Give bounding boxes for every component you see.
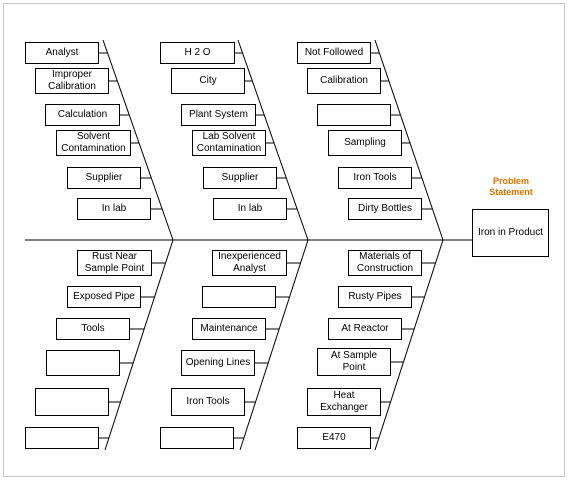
cause-box: Iron Tools [338, 167, 412, 189]
cause-text: Sampling [344, 137, 386, 148]
cause-box: Solvent Contamination [56, 130, 131, 156]
cause-box: Plant System [181, 104, 256, 126]
cause-text: Supplier [85, 172, 123, 183]
cause-text: Supplier [221, 172, 259, 183]
cause-box: Dirty Bottles [348, 198, 422, 220]
cause-box: Sampling [328, 130, 402, 156]
cause-text: Solvent Contamination [61, 131, 126, 154]
cause-text: Heat Exchanger [320, 390, 368, 413]
cause-box: Not Followed [297, 42, 371, 64]
cause-box: At Reactor [328, 318, 402, 340]
cause-text: Iron Tools [186, 396, 230, 407]
cause-box-empty [160, 427, 234, 449]
cause-box: Materials of Construction [348, 250, 422, 276]
cause-text: H 2 O [184, 47, 211, 58]
cause-text: In lab [101, 203, 127, 214]
cause-text: E470 [322, 432, 346, 443]
cause-text: Tools [81, 323, 105, 334]
bone-lower-left [104, 239, 174, 451]
cause-box: Improper Calibration [35, 68, 109, 94]
cause-box: Inexperienced Analyst [212, 250, 287, 276]
cause-text: Dirty Bottles [358, 203, 412, 214]
cause-box: Heat Exchanger [307, 388, 381, 416]
bone-lower-middle [239, 239, 309, 451]
cause-text: At Reactor [341, 323, 389, 334]
cause-text: Calculation [57, 109, 108, 120]
cause-text: Maintenance [200, 323, 258, 334]
cause-box-empty [317, 104, 391, 126]
cause-text: City [199, 75, 217, 86]
diagram-frame [3, 3, 565, 477]
cause-box: Opening Lines [181, 350, 255, 376]
cause-box: Rusty Pipes [338, 286, 412, 308]
cause-box: Exposed Pipe [67, 286, 141, 308]
cause-text: At Sample Point [330, 350, 378, 373]
cause-text: Materials of Construction [356, 251, 414, 274]
cause-box: Supplier [203, 167, 277, 189]
cause-box: City [171, 68, 245, 94]
cause-box: Calculation [45, 104, 120, 126]
cause-box: Supplier [67, 167, 141, 189]
effect-box: Iron in Product [472, 209, 549, 257]
cause-text: In lab [237, 203, 263, 214]
cause-box: At Sample Point [317, 348, 391, 376]
cause-text: Exposed Pipe [73, 291, 135, 302]
bone-upper-middle [237, 39, 309, 241]
cause-text: Opening Lines [185, 357, 251, 368]
cause-text: Plant System [189, 109, 248, 120]
cause-text: Iron Tools [353, 172, 397, 183]
cause-box: Rust Near Sample Point [77, 250, 152, 276]
bone-upper-left [102, 39, 174, 241]
cause-box-empty [25, 427, 99, 449]
cause-box: Analyst [25, 42, 99, 64]
cause-text: Not Followed [304, 47, 364, 58]
cause-box: Calibration [307, 68, 381, 94]
cause-box: Iron Tools [171, 388, 245, 416]
effect-text: Iron in Product [477, 227, 544, 238]
cause-box-empty [202, 286, 276, 308]
cause-text: Lab Solvent Contamination [196, 131, 262, 154]
cause-text: Calibration [320, 75, 368, 86]
cause-text: Analyst [45, 47, 79, 58]
cause-text: Rust Near Sample Point [84, 251, 145, 274]
cause-box: Maintenance [192, 318, 266, 340]
cause-box: Lab Solvent Contamination [192, 130, 266, 156]
cause-box: H 2 O [160, 42, 235, 64]
bone-upper-right [374, 39, 444, 241]
cause-box-empty [46, 350, 120, 376]
bone-lower-right [374, 239, 444, 451]
cause-text: Improper Calibration [48, 69, 96, 92]
cause-box-empty [35, 388, 109, 416]
cause-box: In lab [213, 198, 287, 220]
cause-text: Rusty Pipes [348, 291, 402, 302]
problem-statement-label: Problem Statement [489, 176, 533, 197]
cause-box: In lab [77, 198, 151, 220]
cause-text: Inexperienced Analyst [218, 251, 281, 274]
cause-box: E470 [297, 427, 371, 449]
cause-box: Tools [56, 318, 130, 340]
